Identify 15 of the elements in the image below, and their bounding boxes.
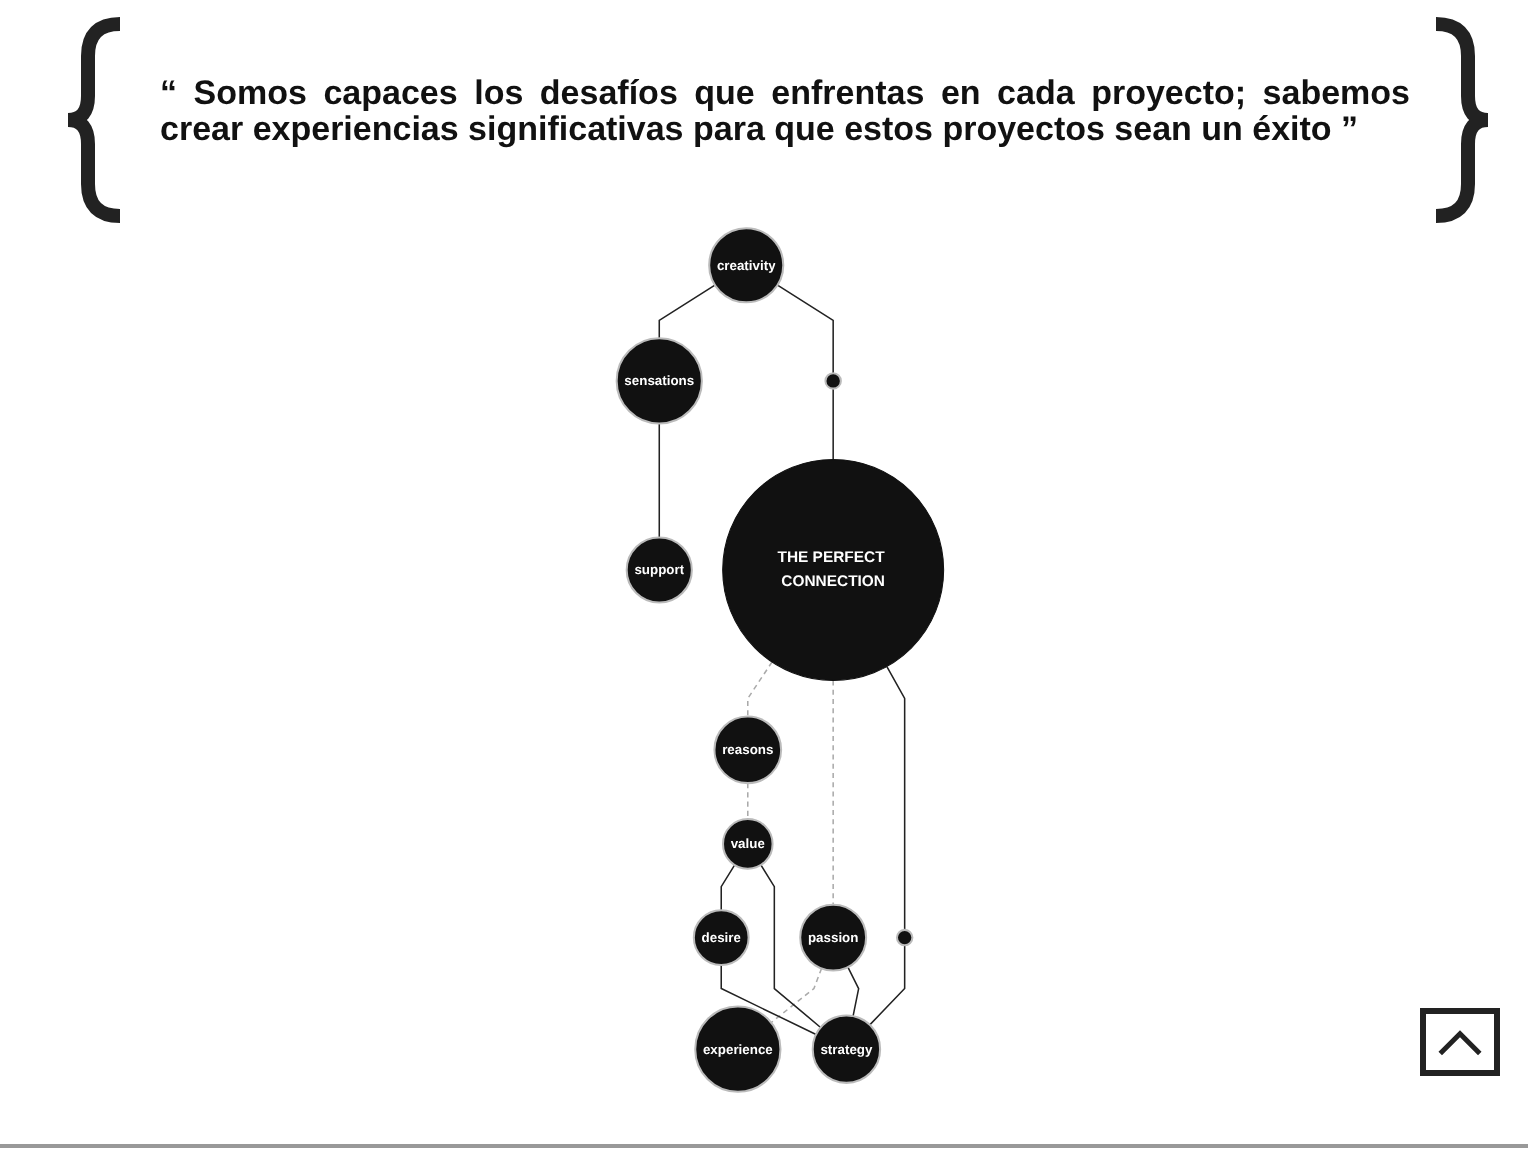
connector xyxy=(658,422,660,539)
connector xyxy=(720,964,817,1036)
connector xyxy=(770,967,823,1024)
quote-title: “ Somos capaces los desafíos que enfrentas en cada proyecto; sabemos crear experiencias significativas para que estos proyectos sean un éxito ” xyxy=(160,76,1410,148)
connector xyxy=(746,661,773,718)
node-circle xyxy=(895,928,914,947)
node-circle xyxy=(824,372,842,390)
connector xyxy=(658,284,716,340)
connector xyxy=(759,864,822,1029)
connector xyxy=(847,966,860,1017)
connector xyxy=(720,864,736,911)
connector xyxy=(885,665,906,931)
connector xyxy=(868,944,906,1026)
connector xyxy=(832,387,834,461)
connector xyxy=(746,782,749,820)
